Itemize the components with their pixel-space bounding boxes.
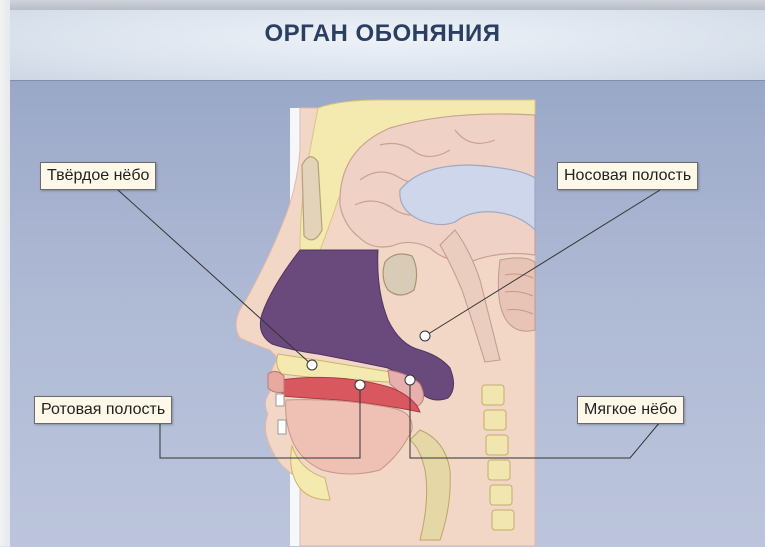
sphenoid-sinus [383, 254, 416, 295]
upper-lip [268, 371, 284, 392]
marker-soft-palate [405, 375, 415, 385]
marker-nasal-cavity [420, 331, 430, 341]
label-oral-cavity: Ротовая полость [34, 396, 172, 424]
marker-oral-cavity [355, 380, 365, 390]
frontal-sinus [302, 157, 322, 240]
upper-tooth [276, 394, 284, 406]
marker-hard-palate [307, 360, 317, 370]
label-nasal-cavity: Носовая полость [557, 162, 698, 190]
label-soft-palate: Мягкое нёбо [577, 396, 684, 424]
label-hard-palate: Твёрдое нёбо [40, 162, 156, 190]
lower-tooth [278, 420, 286, 434]
